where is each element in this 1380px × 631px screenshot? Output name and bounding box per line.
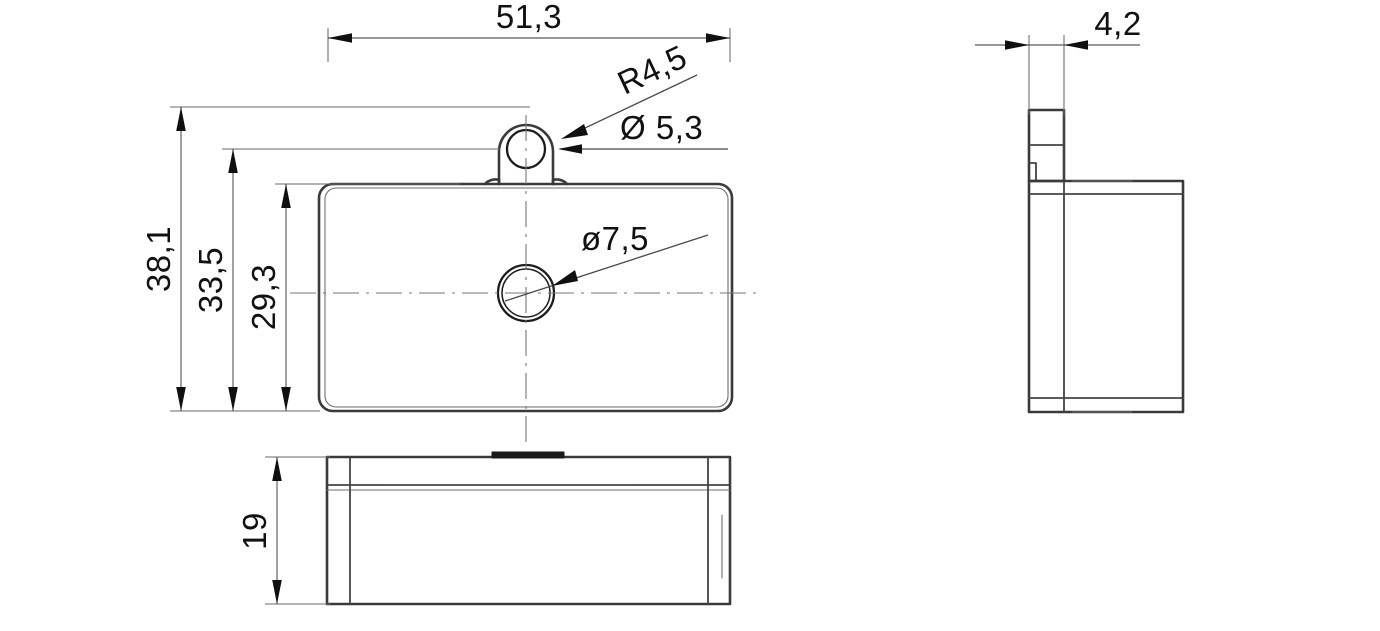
dim-label-38: 38,1	[140, 226, 177, 292]
dim-label-R45: R4,5	[612, 38, 693, 102]
arrow-42-right	[1064, 40, 1088, 50]
dim-label-42: 4,2	[1094, 5, 1141, 42]
arrow-335-bottom	[228, 387, 238, 411]
arrow-42-left	[1005, 40, 1029, 50]
arrow-293-bottom	[281, 387, 291, 411]
dim-label-width: 51,3	[496, 0, 562, 35]
dim-label-335: 33,5	[192, 247, 229, 313]
dim-label-dia53: Ø 5,3	[620, 109, 703, 146]
top-view-group: 51,3 38,1 33,5 29,3 R4,5	[140, 0, 760, 447]
side-view-group: 4,2	[975, 5, 1185, 414]
arrow-293-top	[281, 184, 291, 208]
arrow-dia75	[552, 270, 578, 286]
side-view-body-outline	[1027, 179, 1185, 414]
dim-label-293: 29,3	[245, 264, 282, 330]
top-view-lug-fillet-right	[551, 178, 569, 186]
dim-label-dia75: ø7,5	[581, 220, 649, 257]
arrow-width-left	[328, 33, 352, 43]
arrow-width-right	[706, 33, 730, 43]
front-view-group: 19	[236, 451, 732, 606]
arrow-dia53	[558, 144, 582, 154]
arrow-19-top	[272, 457, 282, 481]
front-view-body-outline	[325, 455, 732, 606]
leader-line-R45	[565, 74, 698, 138]
leader-line-dia75	[504, 234, 709, 302]
arrow-38-bottom	[176, 387, 186, 411]
side-view-lug-notch	[1029, 162, 1037, 182]
arrow-19-bottom	[272, 580, 282, 604]
arrow-38-top	[176, 107, 186, 131]
arrow-335-top	[228, 149, 238, 173]
arrow-R45	[561, 124, 588, 139]
dim-label-19: 19	[236, 512, 273, 550]
top-view-lug-fillet-left	[483, 178, 501, 186]
front-view-lug-tab	[491, 451, 565, 459]
